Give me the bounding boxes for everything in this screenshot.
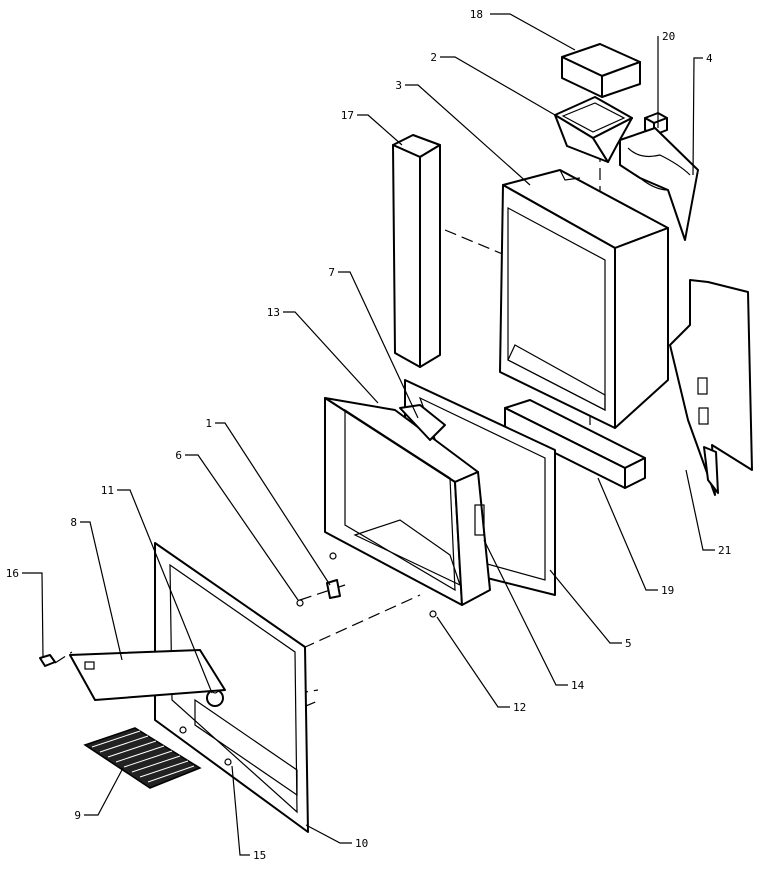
callout-labels: 18 2 3 20 4 17 7 13 1 6 11 8 16 9 10 15 …	[6, 8, 732, 862]
callout-9: 9	[74, 809, 81, 822]
callout-15: 15	[253, 849, 266, 862]
callout-19: 19	[661, 584, 674, 597]
callout-14: 14	[571, 679, 585, 692]
callout-12: 12	[513, 701, 526, 714]
callout-7: 7	[328, 266, 335, 279]
callout-17: 17	[341, 109, 354, 122]
part-20-small-block	[644, 112, 668, 136]
callout-2: 2	[430, 51, 437, 64]
callout-4: 4	[706, 52, 713, 65]
callout-21: 21	[718, 544, 731, 557]
callout-5: 5	[625, 637, 632, 650]
part-21-side-panel	[669, 279, 753, 496]
callout-1: 1	[205, 417, 212, 430]
part-3-liner-box	[499, 169, 669, 429]
callout-18: 18	[470, 8, 483, 21]
callout-6: 6	[175, 449, 182, 462]
callout-20: 20	[662, 30, 675, 43]
callout-13: 13	[267, 306, 280, 319]
callout-10: 10	[355, 837, 368, 850]
part-16-clip	[39, 654, 56, 667]
part-4-right-duct	[619, 127, 699, 241]
part-17-tall-column	[392, 134, 441, 368]
part-18-top-block	[561, 43, 641, 98]
screw-15b	[224, 758, 232, 766]
screw-15a	[179, 726, 187, 734]
screw-12	[429, 610, 437, 618]
part-13-frame	[324, 397, 491, 606]
callout-16: 16	[6, 567, 19, 580]
callout-11: 11	[101, 484, 114, 497]
part-9-grille	[83, 727, 202, 789]
screw-6	[296, 599, 304, 607]
leader-lines	[22, 13, 715, 856]
callout-3: 3	[395, 79, 402, 92]
part-19-bottom-bar	[504, 399, 646, 489]
part-8-trim-strip	[69, 649, 226, 701]
callout-8: 8	[70, 516, 77, 529]
part-2-damper-frame	[554, 96, 633, 163]
screw-13	[329, 552, 337, 560]
